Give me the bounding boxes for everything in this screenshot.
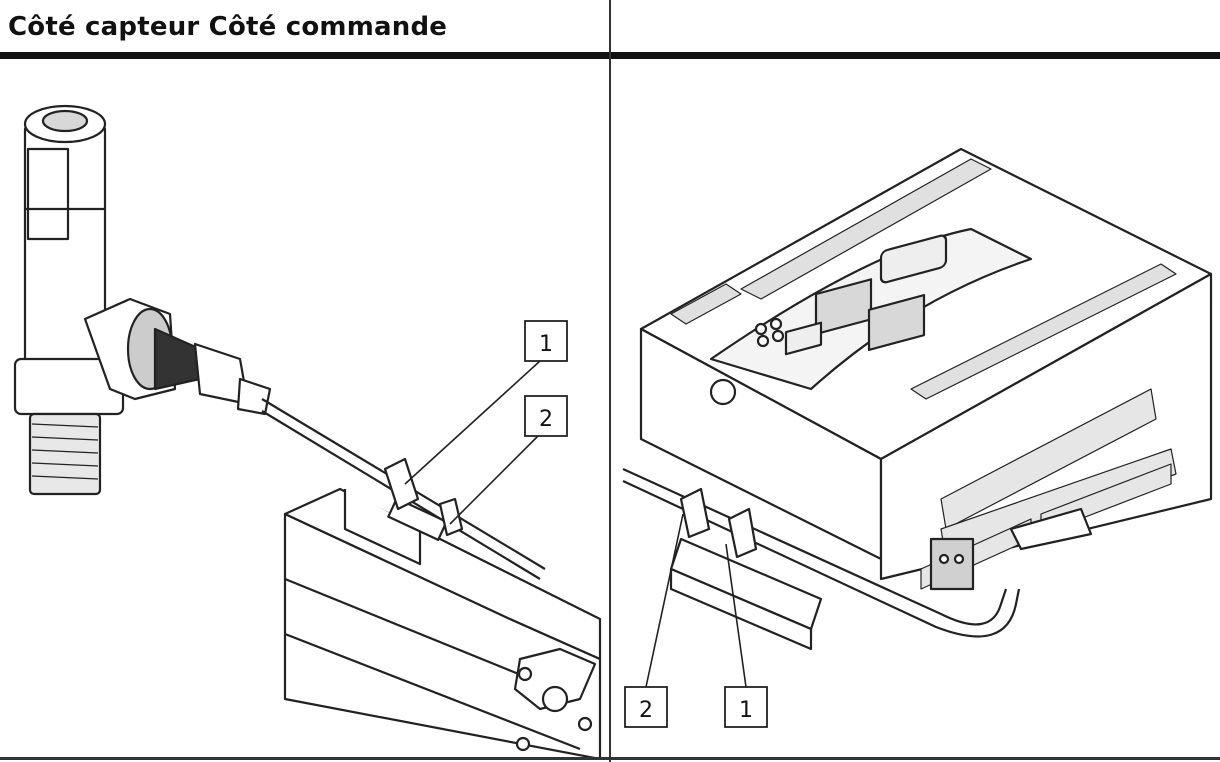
din-rail (669, 537, 823, 651)
cable-connector (153, 327, 272, 416)
controller-housing (639, 147, 1213, 581)
callout-2: 2 (524, 395, 568, 437)
sensor-side-illustration: 1 2 (0, 59, 609, 761)
rotary-switch (709, 378, 737, 406)
header-cell-left: Côté capteur Côté commande (8, 0, 608, 54)
leader-line-2 (645, 513, 684, 688)
controller-drawing: 2 1 (622, 147, 1213, 728)
callout-1-label: 1 (539, 332, 553, 357)
pressure-sensor (13, 104, 177, 496)
aluminium-profile-rail (283, 487, 602, 761)
callout-1-label: 1 (739, 698, 753, 723)
callout-2-label: 2 (639, 698, 653, 723)
controller-side-illustration: 2 1 (611, 59, 1220, 757)
ethernet-port-1 (814, 278, 873, 336)
callout-1: 1 (524, 320, 568, 362)
leader-line-1 (404, 360, 541, 485)
terminal-plug (929, 537, 975, 591)
header-cell-right (612, 0, 1212, 54)
bottom-rule (0, 757, 1220, 760)
sensor-drawing: 1 2 (13, 104, 602, 761)
cable-clip-2 (438, 497, 464, 537)
terminal-strip-top (670, 158, 1177, 400)
terminal-strip-front (920, 388, 1177, 590)
callout-1: 1 (724, 686, 768, 728)
cable-clip-1 (383, 457, 420, 511)
controller-cable (622, 467, 1021, 638)
ethernet-port-2 (867, 293, 926, 352)
leader-line-1 (725, 543, 747, 688)
column-divider (609, 0, 611, 762)
header-left-title: Côté capteur Côté commande (8, 12, 448, 42)
usb-port (784, 321, 823, 356)
serial-port (879, 234, 948, 284)
table-header: Côté capteur Côté commande (0, 0, 1220, 54)
callout-2: 2 (624, 686, 668, 728)
cable-clip-2 (727, 507, 758, 559)
callout-2-label: 2 (539, 407, 553, 432)
status-leds (754, 317, 785, 348)
leader-line-2 (449, 433, 541, 525)
release-latch (1009, 507, 1093, 551)
cable-clip-1 (679, 487, 711, 539)
